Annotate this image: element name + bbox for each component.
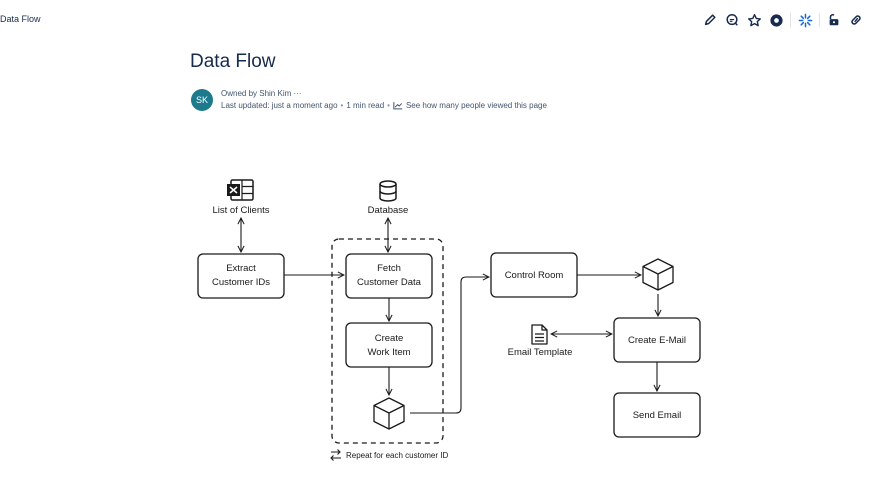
document-icon [531,324,548,345]
control-room-node[interactable]: Control Room [490,252,578,298]
node-label: Customer Data [357,277,422,288]
toolbar-divider [819,13,820,27]
read-time: 1 min read [346,101,385,110]
create-work-item-node[interactable]: Create Work Item [345,322,433,368]
create-email-node[interactable]: Create E-Mail [613,317,701,363]
owner-text[interactable]: Owned by Shin Kim [221,89,292,98]
avatar[interactable]: SK [191,89,213,111]
send-email-node[interactable]: Send Email [613,392,701,438]
separator: • [340,101,344,110]
connectors [241,218,658,414]
analytics-chart-icon [393,102,403,110]
repeat-icon [330,449,341,461]
owner-line: Owned by Shin Kim ··· [221,89,302,98]
page-views-label[interactable]: See how many people viewed this page [405,101,547,110]
page-views-link[interactable]: See how many people viewed this page [393,101,547,110]
node-label: Customer IDs [212,277,270,288]
node-label: Create E-Mail [628,335,686,346]
page-title: Data Flow [190,51,276,72]
toolbar-divider [790,13,791,27]
package-box-icon [642,258,674,291]
list-of-clients-label: List of Clients [212,205,269,216]
last-updated[interactable]: Last updated: just a moment ago [221,101,338,110]
node-label: Work Item [367,347,410,358]
star-icon[interactable] [746,12,762,28]
loom-sparkle-icon[interactable] [797,12,813,28]
excel-icon [227,179,254,201]
separator: • [387,101,390,110]
database-icon [379,180,397,202]
database-label: Database [368,205,409,216]
page-meta: Last updated: just a moment ago • 1 min … [221,101,547,110]
watch-eye-icon[interactable] [768,12,784,28]
extract-customer-ids-node[interactable]: Extract Customer IDs [197,253,285,299]
loop-label: Repeat for each customer ID [346,451,448,460]
node-label: Extract [226,263,256,274]
fetch-customer-data-node[interactable]: Fetch Customer Data [345,253,433,299]
page-toolbar [702,10,864,30]
pencil-icon[interactable] [702,12,718,28]
comment-icon[interactable] [724,12,740,28]
connector-package-controlroom [410,277,489,414]
email-template-label: Email Template [508,347,573,358]
copy-link-icon[interactable] [848,12,864,28]
breadcrumb[interactable]: Data Flow [0,14,41,24]
node-label: Fetch [377,263,401,274]
restrictions-lock-icon[interactable] [826,12,842,28]
owner-more-button[interactable]: ··· [293,89,302,98]
package-box-icon [373,397,405,430]
node-label: Control Room [505,270,564,281]
node-label: Create [375,333,404,344]
node-label: Send Email [633,410,682,421]
